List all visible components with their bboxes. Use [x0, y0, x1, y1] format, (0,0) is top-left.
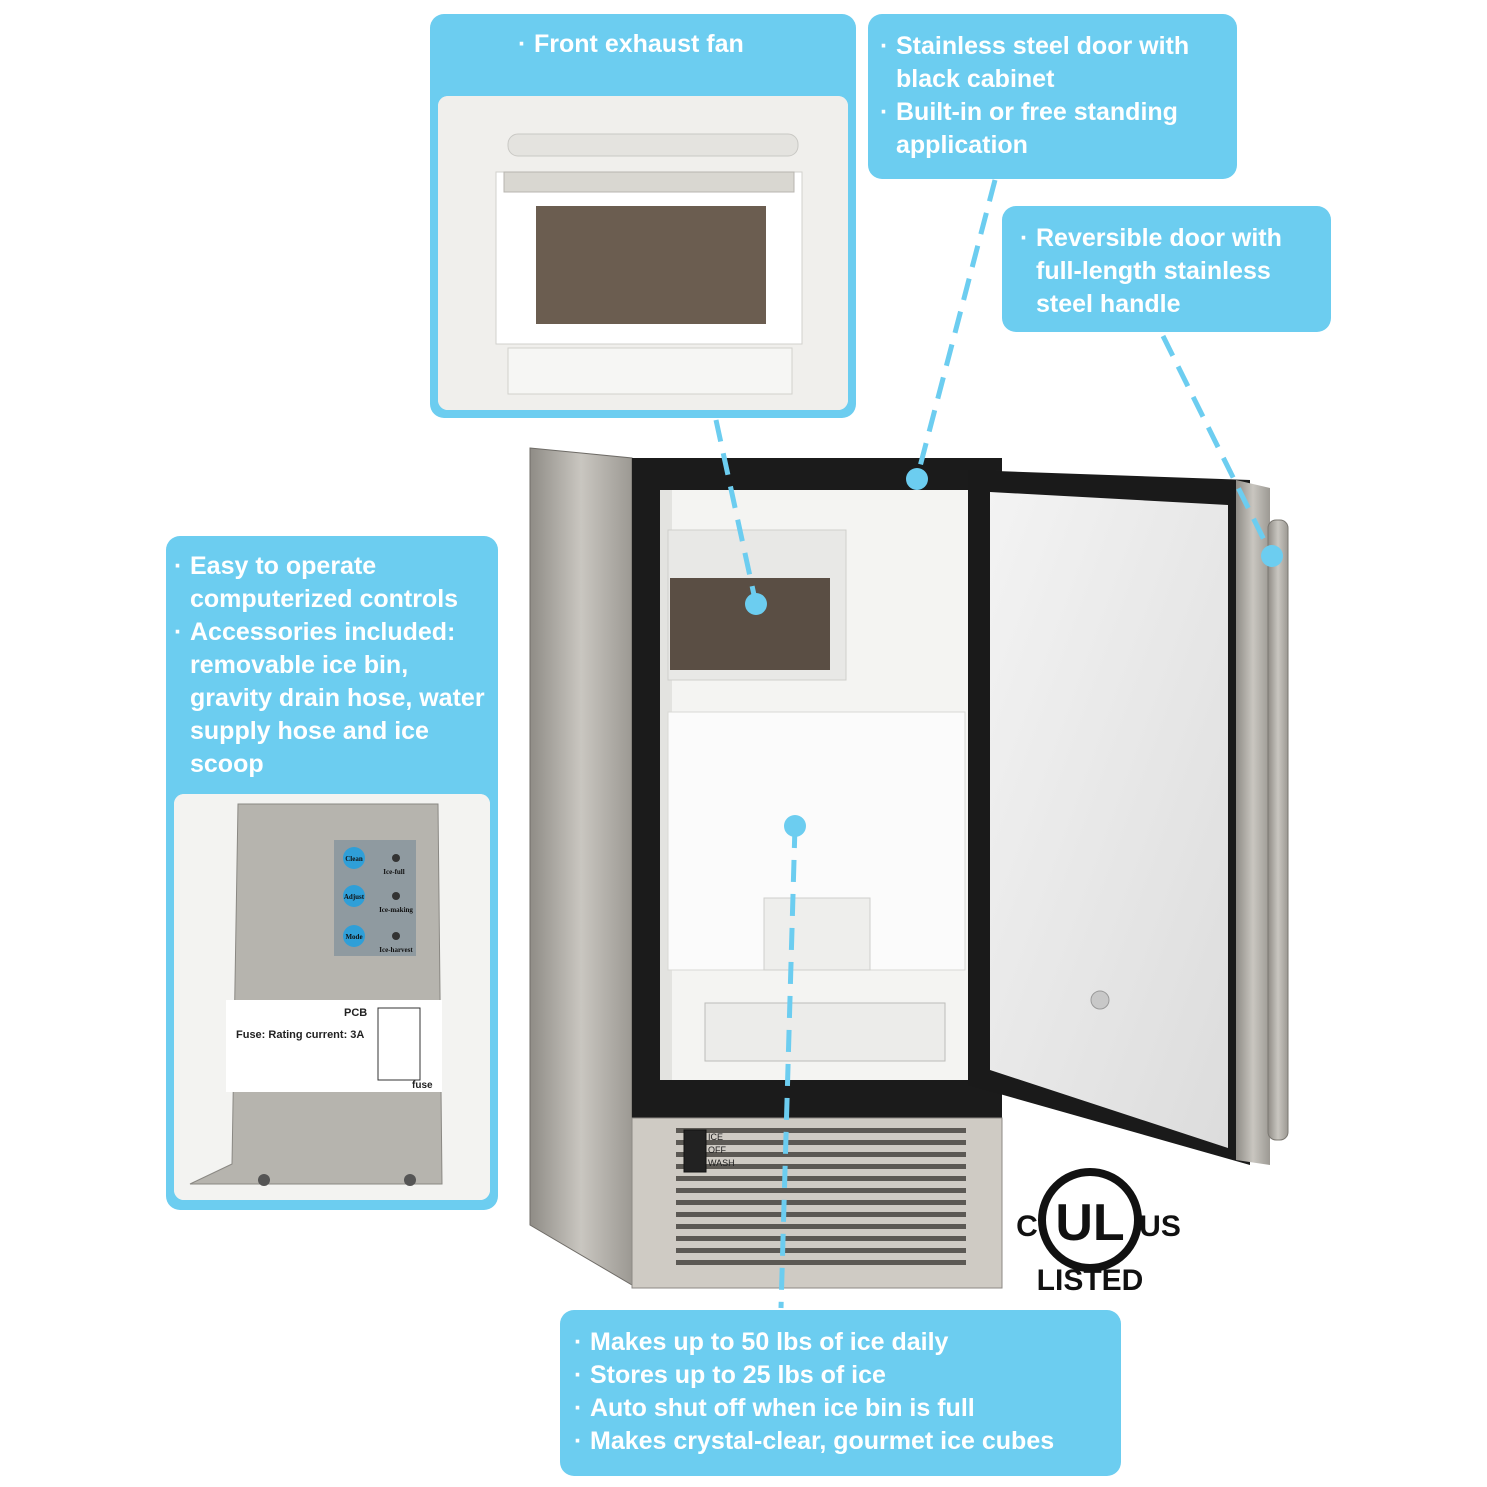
ul-logo-left: C [1016, 1210, 1038, 1243]
callout-reversible-door: Reversible door with full-length stainle… [1002, 206, 1331, 332]
switch-label-ice: ICE [708, 1132, 723, 1142]
cabinet-side [529, 447, 633, 1286]
panel-indicator-ice-harvest: Ice-harvest [379, 946, 413, 954]
ul-listed-logo: UL C US LISTED [1016, 1168, 1181, 1297]
feature-item: Easy to operate computerized controls [172, 550, 492, 616]
leader-capacity [778, 825, 798, 1309]
callout-door-cabinet: Stainless steel door with black cabinet … [868, 14, 1237, 179]
feature-item: Reversible door with full-length stainle… [1018, 222, 1319, 321]
ul-logo-right: US [1139, 1210, 1181, 1243]
leader-lines [713, 179, 1275, 1309]
feature-item: Stores up to 25 lbs of ice [572, 1359, 1109, 1392]
callout-controls-accessories: Easy to operate computerized controls Ac… [166, 536, 498, 1210]
panel-button-mode: Mode [345, 933, 362, 941]
ul-logo-center: UL [1055, 1194, 1124, 1252]
fuse-label: fuse [412, 1080, 433, 1091]
feature-item: Stainless steel door with black cabinet [878, 30, 1223, 96]
leader-handle [1160, 334, 1275, 558]
feature-item: Auto shut off when ice bin is full [572, 1392, 1109, 1425]
feature-item: Built-in or free standing application [878, 96, 1223, 162]
callout-exhaust-fan: Front exhaust fan [430, 14, 856, 418]
fan-photo-illustration [438, 96, 848, 410]
feature-item: Makes crystal-clear, gourmet ice cubes [572, 1425, 1109, 1458]
leader-fan [713, 419, 759, 605]
fuse-rating-label: Fuse: Rating current: 3A [236, 1029, 364, 1041]
exhaust-fan-photo [438, 96, 848, 410]
vent-slots [676, 1128, 966, 1265]
panel-button-adjust: Adjust [344, 893, 365, 901]
switch-label-wash: WASH [708, 1158, 735, 1168]
feature-item: Accessories included: removable ice bin,… [172, 616, 492, 781]
rating-label [704, 1002, 946, 1062]
callout-capacity: Makes up to 50 lbs of ice daily Stores u… [560, 1310, 1121, 1476]
power-switch [683, 1129, 707, 1173]
control-panel-illustration: Clean Adjust Mode Ice-full Ice-making Ic… [174, 794, 490, 1200]
feature-item: Front exhaust fan [516, 28, 836, 61]
leader-door [914, 179, 998, 479]
switch-label-off: OFF [708, 1145, 726, 1155]
panel-indicator-ice-making: Ice-making [379, 906, 413, 914]
ul-logo-bottom: LISTED [1037, 1264, 1144, 1297]
leader-dots [745, 468, 1283, 837]
pcb-label: PCB [344, 1007, 367, 1019]
door-handle [1267, 519, 1289, 1141]
control-panel-photo: Clean Adjust Mode Ice-full Ice-making Ic… [174, 794, 490, 1200]
panel-button-clean: Clean [345, 855, 363, 863]
panel-indicator-ice-full: Ice-full [383, 868, 404, 876]
feature-item: Makes up to 50 lbs of ice daily [572, 1326, 1109, 1359]
door-edge [1236, 480, 1270, 1165]
